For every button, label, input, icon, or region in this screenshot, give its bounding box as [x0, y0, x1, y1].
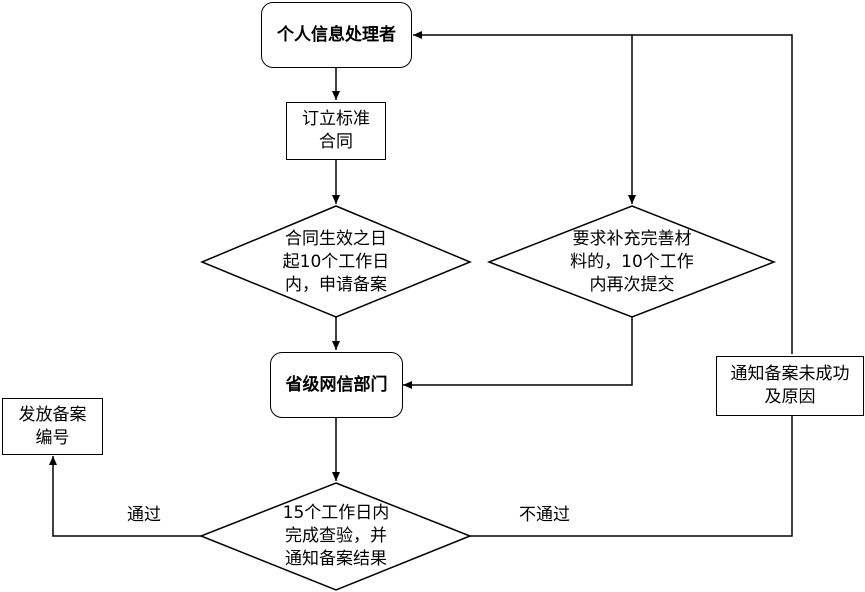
node-processor: 个人信息处理者 [261, 2, 412, 68]
node-review-text: 15个工作日内 完成查验，并 通知备案结果 [282, 502, 390, 569]
node-apply-deadline-text: 合同生效之日 起10个工作日 内，申请备案 [282, 228, 390, 295]
node-supplement-text: 要求补充完善材 料的，10个工作 内再次提交 [570, 228, 694, 295]
edge-review-pass [49, 456, 201, 537]
edge-label-pass: 通过 [127, 505, 161, 525]
edge-supplement-to-dept [403, 317, 633, 389]
review-diamond [198, 482, 473, 591]
node-notify-fail-text: 通知备案未成功 及原因 [730, 364, 850, 407]
apply-deadline-diamond [200, 205, 472, 318]
node-standard-contract-text: 订立标准 合同 [302, 109, 370, 152]
edge-notify-to-processor [413, 31, 793, 354]
node-issue-number: 发放备案 编号 [2, 398, 103, 455]
node-issue-number-text: 发放备案 编号 [18, 404, 87, 448]
supplement-diamond [486, 205, 777, 318]
node-provincial-dept-text: 省级网信部门 [285, 374, 388, 395]
edge-review-fail [470, 390, 796, 537]
edge-label-fail: 不通过 [519, 505, 570, 525]
node-standard-contract: 订立标准 合同 [286, 102, 386, 160]
node-notify-fail: 通知备案未成功 及原因 [716, 356, 864, 416]
node-provincial-dept: 省级网信部门 [270, 352, 403, 418]
node-processor-text: 个人信息处理者 [277, 24, 396, 45]
